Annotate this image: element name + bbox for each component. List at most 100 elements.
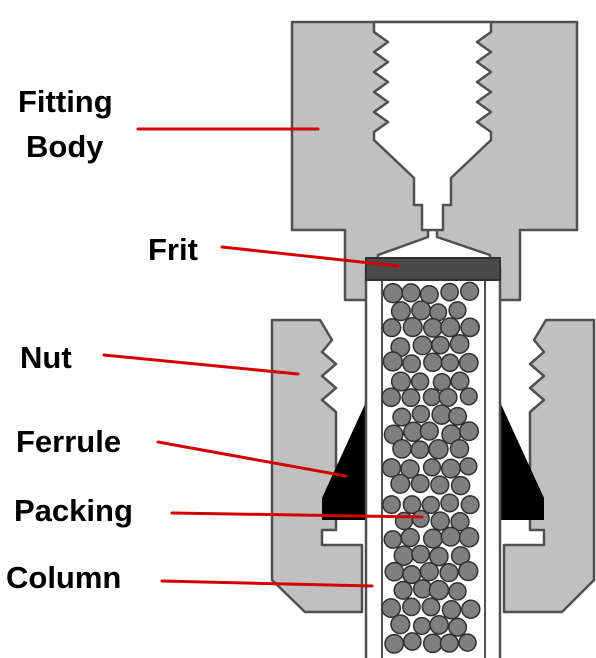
packing-bead: [459, 387, 478, 406]
fitting-port-threads: [372, 20, 493, 232]
packing-bead: [384, 561, 405, 582]
leader-line-ferrule: [156, 440, 348, 478]
packing-bead: [410, 372, 430, 391]
packing-beads: [381, 281, 481, 654]
packing-bead: [449, 439, 470, 459]
packing-bead: [381, 387, 401, 408]
packing-bead: [448, 301, 467, 320]
packing-bead: [440, 353, 460, 373]
packing-bead: [459, 457, 478, 476]
packing-bead: [440, 526, 461, 547]
packing-bead: [458, 633, 477, 652]
packing-bead: [449, 334, 470, 354]
packing-bead: [402, 632, 422, 651]
packing-bead: [402, 317, 423, 338]
packing-bead: [440, 458, 461, 479]
packing-bead: [429, 546, 449, 567]
packing-bead: [401, 388, 421, 408]
packing-bead: [422, 633, 443, 654]
packing-bead: [441, 600, 462, 620]
packing-bead: [423, 352, 443, 373]
packing-bead: [460, 495, 480, 515]
packing-bead: [411, 544, 431, 564]
packing-bead: [421, 495, 440, 515]
packing-bead: [448, 406, 468, 426]
packing-bead: [430, 475, 450, 495]
packing-bead: [419, 284, 439, 305]
packing-bead: [448, 582, 467, 601]
label-fitting-body-line1: Fitting: [18, 84, 113, 119]
packing-bead: [410, 474, 430, 494]
packing-bead: [438, 387, 458, 407]
nut-right-shape: [502, 318, 596, 614]
packing-bead: [429, 615, 449, 635]
packing-bead: [440, 493, 460, 513]
packing-bead: [382, 318, 402, 338]
packing-bead: [381, 598, 402, 619]
packing-bead: [392, 438, 412, 459]
packing-bead: [419, 562, 439, 582]
packing-bead: [382, 283, 404, 304]
ferrule-left: [322, 402, 366, 520]
packing-bead: [430, 511, 450, 531]
packing-bead: [394, 511, 414, 531]
packing-bead: [421, 597, 441, 617]
packing-bead: [393, 580, 413, 600]
packing-bead: [428, 579, 450, 601]
packing-bead: [450, 475, 471, 496]
packing-bead: [393, 545, 415, 566]
packing-bead: [384, 633, 405, 654]
packing-bead: [383, 530, 403, 549]
leader-line-column: [160, 579, 374, 588]
packing-bead: [450, 511, 470, 532]
packing-bead: [402, 495, 422, 515]
packing-bead: [460, 317, 480, 338]
packing-bead: [412, 616, 431, 635]
packing-bead: [458, 560, 479, 582]
packing-bead: [422, 317, 443, 338]
packing-bead: [411, 404, 431, 424]
packing-bead: [459, 421, 479, 442]
packing-bead: [400, 459, 420, 479]
packing-bead: [431, 404, 452, 425]
packing-bead: [431, 335, 450, 355]
packing-bead: [402, 354, 422, 374]
packing-bead: [450, 371, 470, 391]
packing-bead: [390, 301, 411, 322]
label-fitting-body-line2: Body: [26, 129, 104, 164]
packing-bead: [440, 282, 459, 302]
packing-bead: [459, 281, 480, 301]
packing-bead: [402, 597, 421, 617]
nut-left-shape: [270, 318, 364, 614]
packing-bead: [428, 438, 449, 460]
packing-bead: [448, 617, 468, 637]
packing-bead: [400, 527, 420, 548]
label-packing: Packing: [14, 493, 133, 528]
packing-bead: [411, 509, 430, 528]
label-column: Column: [6, 560, 121, 595]
packing-bead: [458, 527, 480, 548]
leader-line-packing: [170, 511, 424, 519]
packing-bead: [458, 352, 479, 373]
packing-bead: [440, 317, 461, 338]
packing-bead: [422, 458, 442, 477]
leader-line-frit: [220, 245, 400, 268]
ferrule-right: [500, 402, 544, 520]
frit: [365, 257, 501, 281]
packing-bead: [401, 283, 421, 303]
leader-lines: [102, 127, 424, 588]
packing-bead: [411, 300, 432, 321]
packing-bead: [439, 633, 459, 653]
packing-bead: [382, 351, 403, 372]
packing-bead: [439, 562, 459, 583]
packing-bead: [412, 335, 433, 356]
packing-bead: [422, 387, 442, 407]
packing-bead: [392, 407, 412, 427]
packing-bead: [419, 421, 439, 441]
packing-bead: [461, 599, 481, 619]
label-frit: Frit: [148, 232, 198, 267]
packing-bead: [390, 473, 411, 494]
label-ferrule: Ferrule: [16, 424, 121, 459]
leader-line-nut: [102, 353, 300, 376]
